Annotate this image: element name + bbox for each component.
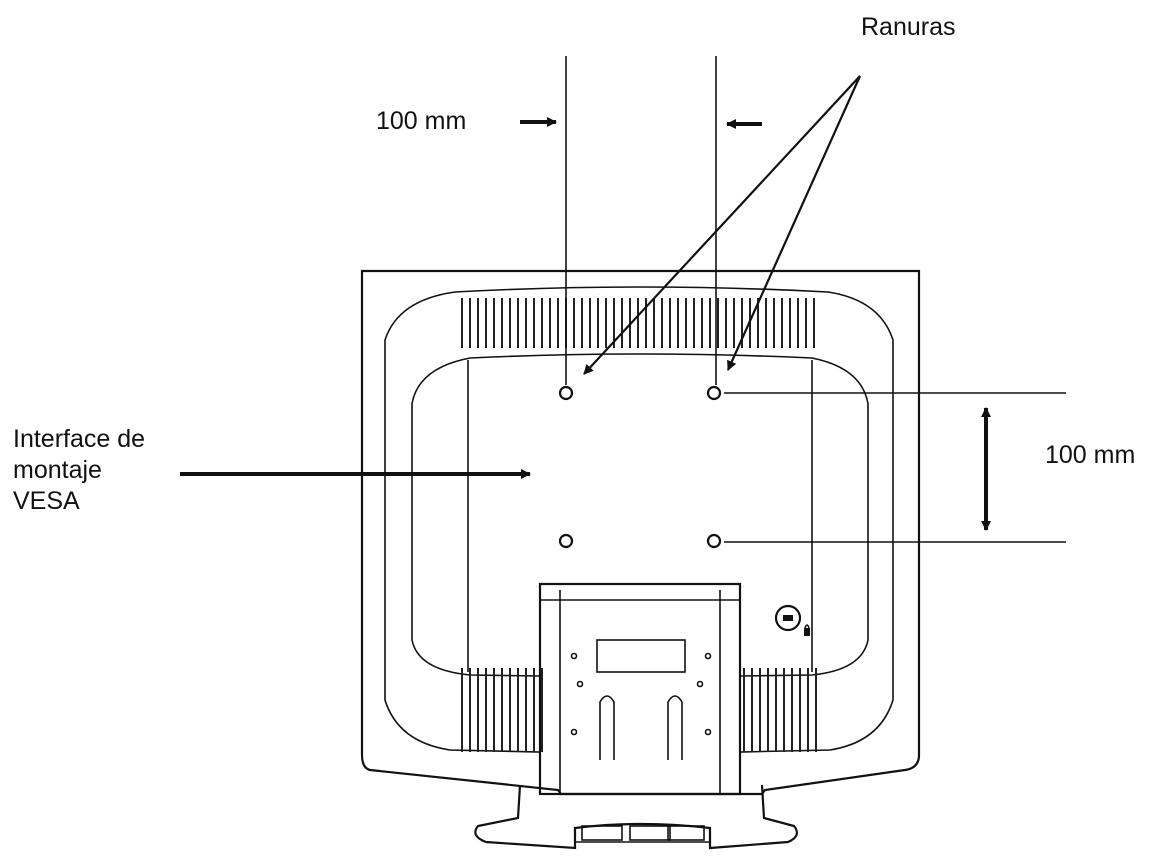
top-vents [461,298,815,348]
vesa-hole-bottom-left [558,533,574,549]
vesa-interface-label-line2: montaje [13,456,102,484]
slots-label: Ranuras [861,13,956,41]
vertical-dimension [724,392,1066,543]
kensington-lock-icon [774,604,810,636]
stand-neck [538,582,742,796]
vesa-hole-bottom-right [706,533,722,549]
stand-base [474,784,798,850]
vesa-interface-label: Interface de montaje VESA [13,424,145,517]
vertical-spacing-label: 100 mm [1045,441,1136,469]
monitor-casing [360,269,921,796]
vesa-hole-top-left [558,385,574,401]
bottom-right-vents [743,668,817,752]
vesa-holes [558,385,722,549]
bottom-left-vents [461,668,543,752]
horizontal-dimension [520,56,762,385]
horizontal-spacing-label: 100 mm [376,107,467,135]
vesa-interface-label-line3: VESA [13,487,80,515]
slots-callout-arrows [583,75,862,375]
vesa-hole-top-right [706,385,722,401]
vesa-interface-label-line1: Interface de [13,425,146,453]
